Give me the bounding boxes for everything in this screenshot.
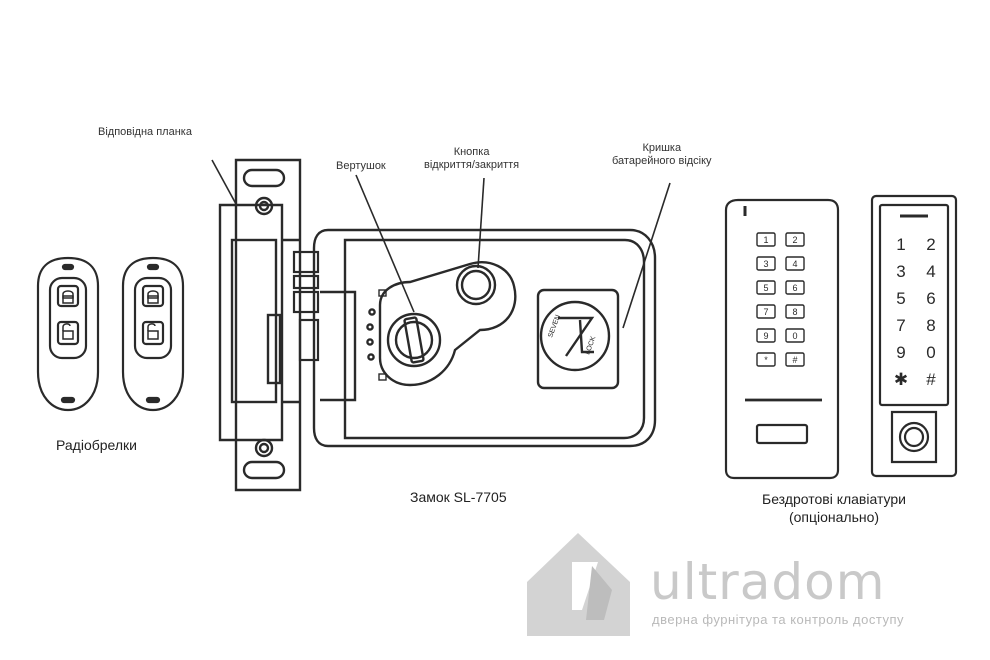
- touch-key-7: 8: [926, 316, 935, 335]
- watermark-brand: ultradom: [650, 553, 886, 611]
- keypad-key-1: 2: [792, 235, 797, 245]
- keypad-touch-device: [870, 194, 958, 478]
- label-thumb-turn: Вертушок: [336, 160, 386, 172]
- keypad-key-frame: [756, 352, 776, 367]
- keypad-key-5: 6: [792, 283, 797, 293]
- keypad-key-3: 4: [792, 259, 797, 269]
- keypad-key-7: 8: [792, 307, 797, 317]
- touch-key-11: #: [926, 370, 936, 389]
- touch-key-0: 1: [896, 235, 905, 254]
- keypad-key-frame: [756, 328, 776, 343]
- caption-remotes: Радіобрелки: [56, 437, 137, 453]
- keypad-key-8: 9: [763, 331, 768, 341]
- ultradom-logo-icon: [527, 533, 630, 636]
- leader-lines: [211, 159, 671, 329]
- touch-key-6: 7: [896, 316, 905, 335]
- touch-key-3: 4: [926, 262, 935, 281]
- keypad-key-frame: [756, 280, 776, 295]
- keypad-key-frame: [756, 256, 776, 271]
- keypad-key-4: 5: [763, 283, 768, 293]
- touch-key-5: 6: [926, 289, 935, 308]
- touch-keys: 1 2 3 4 5 6 7 8 9 0 ✱ #: [894, 235, 936, 389]
- touch-key-4: 5: [896, 289, 905, 308]
- keypad-key-frame: [785, 280, 805, 295]
- keypad-key-10: *: [764, 355, 768, 365]
- caption-keypads: Бездротові клавіатури (опціонально): [762, 491, 906, 525]
- keypad-key-0: 1: [763, 235, 768, 245]
- remote-fob-right: [121, 256, 185, 412]
- keypad-key-frame: [785, 328, 805, 343]
- lock-logo-bottom: LOCK: [584, 335, 597, 356]
- lock-bolts: [292, 250, 320, 362]
- keypad-key-frame: [756, 304, 776, 319]
- keypad-key-2: 3: [763, 259, 768, 269]
- keypad-key-frame: [785, 352, 805, 367]
- keypad-key-6: 7: [763, 307, 768, 317]
- touch-key-10: ✱: [894, 370, 908, 389]
- caption-lock: Замок SL-7705: [410, 489, 507, 505]
- label-strike-plate: Відповідна планка: [98, 126, 192, 138]
- keypad-key-frame: [756, 232, 776, 247]
- lock-body: [312, 228, 657, 448]
- strike-plate: [218, 158, 302, 492]
- touch-key-9: 0: [926, 343, 935, 362]
- keypad-buttons-device: [724, 198, 840, 480]
- touch-key-1: 2: [926, 235, 935, 254]
- touch-key-2: 3: [896, 262, 905, 281]
- touch-key-8: 9: [896, 343, 905, 362]
- label-open-close-button: Кнопка відкриття/закриття: [424, 146, 520, 171]
- watermark-tagline: дверна фурнітура та контроль доступу: [652, 612, 904, 627]
- remote-fob-left: [36, 256, 100, 412]
- label-battery-cover: Кришка батарейного відсіку: [612, 142, 712, 167]
- keypad-keys: 1 2 3 4 5 6 7 8 9 0 * #: [756, 232, 805, 367]
- keypad-key-frame: [785, 256, 805, 271]
- keypad-key-frame: [785, 232, 805, 247]
- keypad-key-9: 0: [792, 331, 797, 341]
- keypad-key-frame: [785, 304, 805, 319]
- keypad-key-11: #: [792, 355, 797, 365]
- lock-logo-top: SEVEN: [547, 314, 562, 339]
